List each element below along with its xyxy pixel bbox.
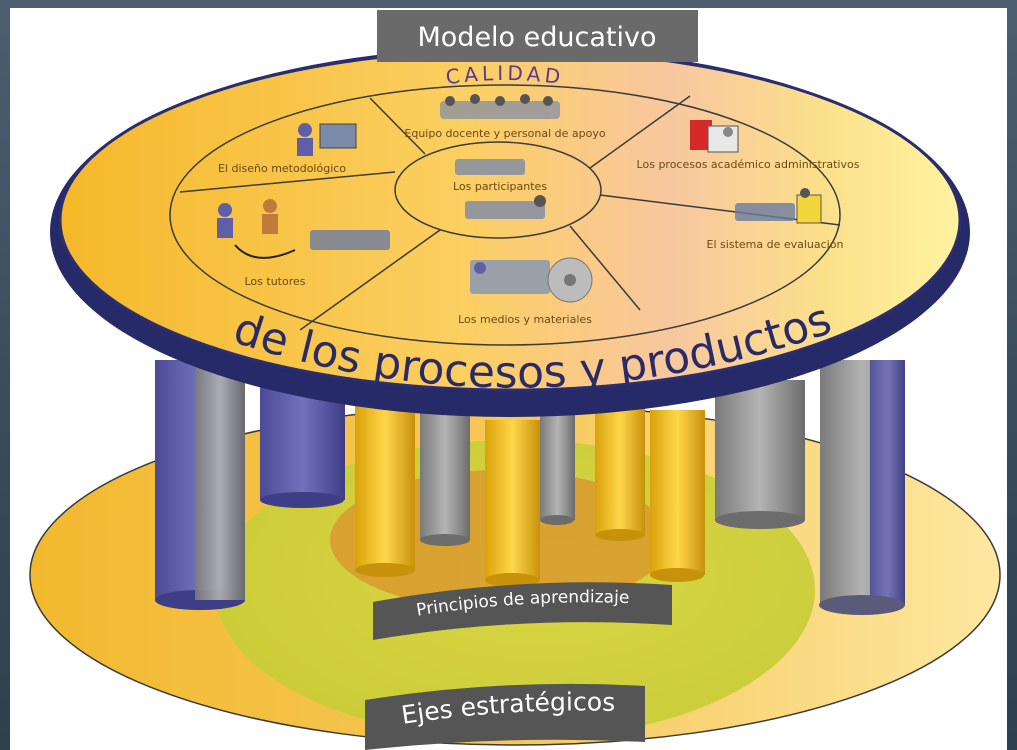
- columns-back: [260, 380, 805, 546]
- wheel-inner-ring: [394, 141, 602, 239]
- column-yellow-inner-1: [595, 400, 645, 535]
- column-gray-inner-2: [540, 410, 575, 520]
- segment-label-tutores: Los tutores: [245, 275, 306, 288]
- column-yellow-front-3: [650, 410, 705, 575]
- segment-label-procesos-academicos: Los procesos académico administrativos: [637, 158, 860, 171]
- segment-label-diseno-metodologico: El diseño metodológico: [218, 162, 346, 175]
- ejes-label-box: Ejes estratégicos: [365, 683, 645, 750]
- media-materials-icon: [470, 257, 593, 303]
- title-text: Modelo educativo: [417, 22, 656, 53]
- columns-front: [155, 360, 905, 615]
- team-figures-icon: [440, 94, 560, 119]
- column-yellow-front-1: [355, 400, 415, 570]
- evaluation-figures-icon: [735, 188, 822, 224]
- column-gray-inner-1: [420, 410, 470, 540]
- tutors-figures-icon: [217, 199, 390, 259]
- column-yellow-front-2: [485, 420, 540, 580]
- segment-label-medios-materiales: Los medios y materiales: [458, 313, 592, 326]
- center-label-participantes: Los participantes: [453, 180, 547, 193]
- segment-label-equipo-docente: Equipo docente y personal de apoyo: [404, 127, 605, 140]
- admin-documents-icon: [690, 120, 739, 153]
- participants-icon: [455, 159, 546, 219]
- segment-label-sistema-evaluacion: El sistema de evaluación: [707, 238, 844, 251]
- segment-icons: [217, 94, 822, 303]
- column-gray-back-right: [715, 380, 805, 520]
- principios-label-box: Principios de aprendizaje: [373, 582, 672, 640]
- title-box: Modelo educativo: [377, 10, 698, 62]
- methodological-design-icon: [297, 123, 357, 156]
- wheel-outer-ring: [169, 84, 841, 346]
